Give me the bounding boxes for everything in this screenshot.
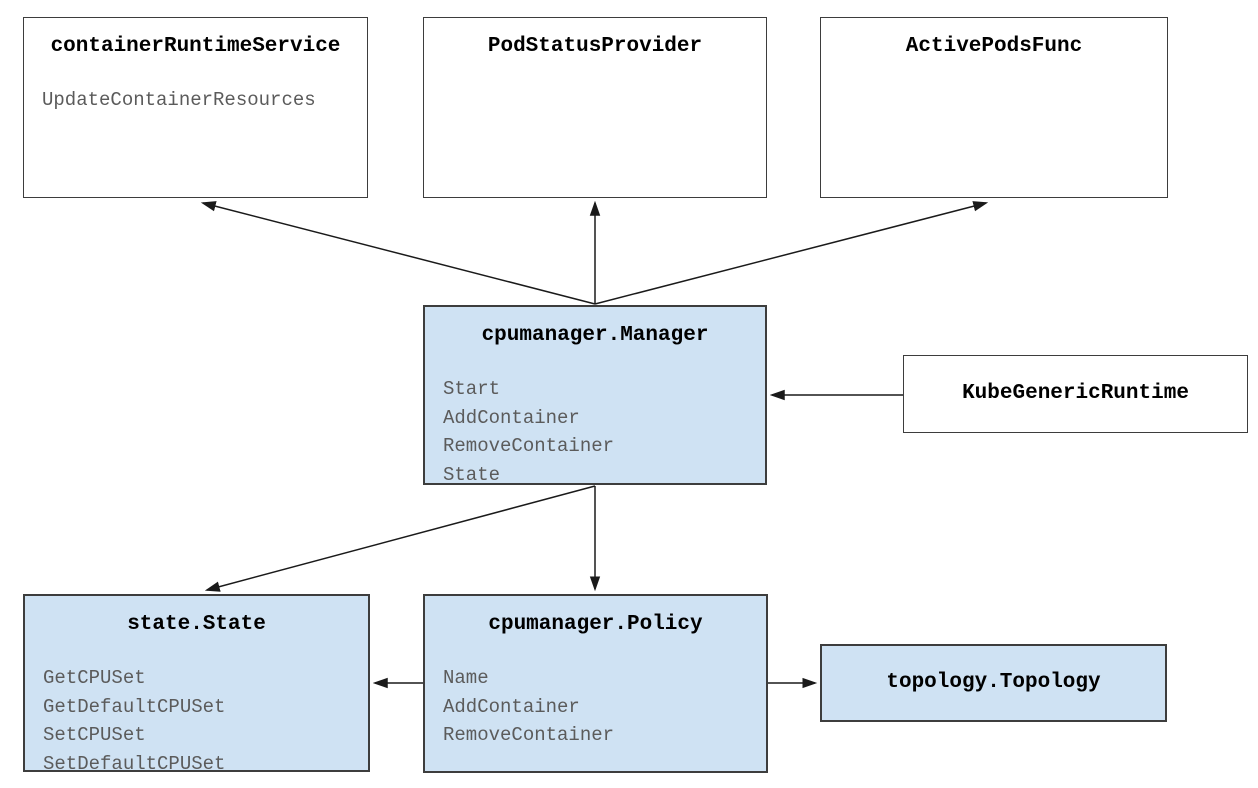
arrow-manager-to-active-pods-func <box>594 201 989 305</box>
node-topology-topology: topology.Topology <box>820 644 1167 722</box>
node-methods: Start AddContainer RemoveContainer State <box>443 375 765 489</box>
method-label: State <box>443 463 501 486</box>
arrow-manager-to-container-runtime-service <box>200 201 596 305</box>
method-label: AddContainer <box>443 406 580 429</box>
node-active-pods-func: ActivePodsFunc <box>820 17 1168 198</box>
method-label: Name <box>443 667 489 689</box>
node-title: topology.Topology <box>886 671 1101 694</box>
node-title: ActivePodsFunc <box>905 35 1083 58</box>
node-title: KubeGenericRuntime <box>962 382 1189 405</box>
node-kube-generic-runtime: KubeGenericRuntime <box>903 355 1248 433</box>
node-methods: UpdateContainerResources <box>42 86 367 115</box>
node-title: state.State <box>127 613 266 636</box>
method-label: GetCPUSet <box>43 667 146 689</box>
arrow-manager-to-state <box>204 485 596 592</box>
node-container-runtime-service: containerRuntimeService UpdateContainerR… <box>23 17 368 198</box>
node-cpumanager-policy: cpumanager.Policy Name AddContainer Remo… <box>423 594 768 773</box>
node-pod-status-provider: PodStatusProvider <box>423 17 767 198</box>
method-label: RemoveContainer <box>443 724 615 746</box>
node-methods: GetCPUSet GetDefaultCPUSet SetCPUSet Set… <box>43 664 368 778</box>
node-title: cpumanager.Manager <box>481 324 709 347</box>
method-label: Start <box>443 378 501 400</box>
method-label: UpdateContainerResources <box>42 89 316 111</box>
node-cpumanager-manager: cpumanager.Manager Start AddContainer Re… <box>423 305 767 486</box>
node-title: cpumanager.Policy <box>488 613 703 636</box>
node-state-state: state.State GetCPUSet GetDefaultCPUSet S… <box>23 594 370 775</box>
method-label: SetDefaultCPUSet <box>43 752 226 775</box>
method-label: GetDefaultCPUSet <box>43 695 226 718</box>
method-label: RemoveContainer <box>443 435 615 457</box>
node-title: containerRuntimeService <box>50 35 341 58</box>
node-methods: Name AddContainer RemoveContainer <box>443 664 766 750</box>
node-title: PodStatusProvider <box>487 35 703 58</box>
method-label: SetCPUSet <box>43 724 146 746</box>
method-label: AddContainer <box>443 695 580 718</box>
